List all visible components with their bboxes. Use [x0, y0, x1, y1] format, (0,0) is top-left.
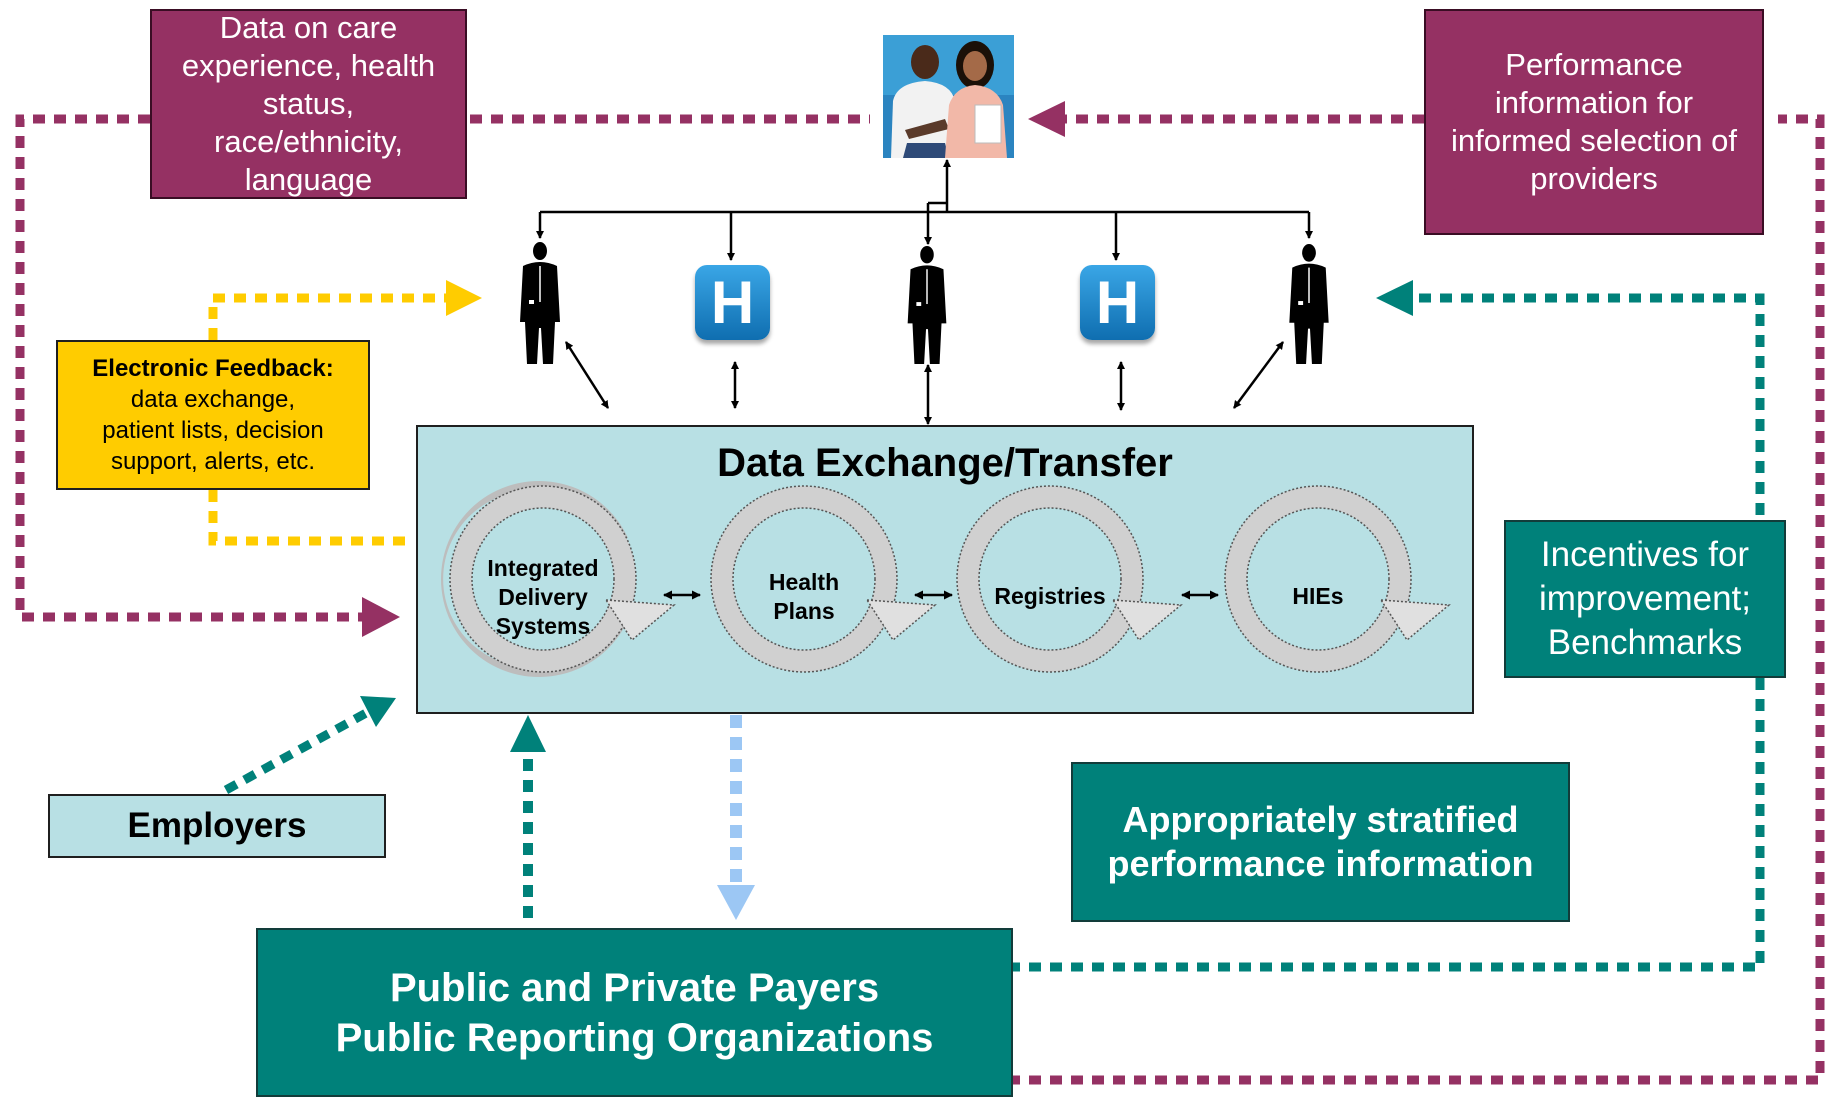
doctor-icon — [520, 242, 560, 364]
employers-box: Employers — [48, 794, 386, 858]
maroon-feedback-loop-left — [15, 114, 870, 622]
incentives-line: improvement; — [1538, 579, 1752, 618]
employers-label: Employers — [127, 806, 307, 845]
electronic-feedback-line: data exchange, — [130, 386, 296, 413]
stratified-performance-line: Appropriately stratified — [1122, 799, 1519, 840]
cycle-label-line: Plans — [773, 598, 835, 624]
employers-arrowhead — [360, 696, 396, 727]
yellow-arrowhead — [446, 280, 482, 316]
care-data-line: experience, health — [181, 48, 436, 83]
payers-line: Public Reporting Organizations — [335, 1015, 934, 1060]
payers-line: Public and Private Payers — [389, 965, 880, 1010]
data-exchange-title: Data Exchange/Transfer — [717, 441, 1173, 485]
incentives-box: Incentives for improvement; Benchmarks — [1504, 520, 1786, 678]
electronic-feedback-line: patient lists, decision — [102, 417, 324, 444]
cycle-label-registries: Registries — [980, 582, 1120, 611]
cycle-label-hies: HIEs — [1248, 582, 1388, 611]
teal-incentive-loop — [1008, 293, 1765, 972]
maroon-arrowhead-left — [362, 597, 400, 637]
doctor-icon — [1289, 244, 1329, 364]
electronic-feedback-title: Electronic Feedback: — [92, 355, 334, 382]
performance-info-box: Performance information for informed sel… — [1424, 9, 1764, 235]
care-data-line: race/ethnicity, — [214, 124, 403, 159]
provider-exchange-arrows — [564, 341, 1285, 425]
yellow-feedback-loop — [208, 293, 448, 546]
care-data-box: Data on care experience, health status, … — [150, 9, 467, 199]
hospital-letter: H — [1095, 268, 1140, 336]
data-to-payers-arrowhead — [717, 885, 755, 920]
maroon-feedback-loop-right — [1008, 114, 1825, 1085]
hospital-letter: H — [710, 268, 755, 336]
maroon-arrowhead-consumers — [1028, 101, 1065, 137]
payers-up-arrowhead — [510, 715, 546, 752]
cycle-label-health-plans: Health Plans — [734, 568, 874, 626]
cycle-label-integrated-delivery: Integrated Delivery Systems — [473, 554, 613, 641]
cycle-arrow-hies — [1224, 485, 1451, 673]
provider-tree-connector — [536, 159, 1313, 261]
electronic-feedback-box: Electronic Feedback: data exchange, pati… — [56, 340, 370, 490]
patients-couple-icon — [883, 35, 1014, 158]
cycle-label-line: Health — [768, 569, 840, 595]
care-data-line: language — [244, 162, 373, 197]
cycle-arrow-registries — [956, 485, 1183, 673]
cycle-diagram — [440, 481, 1451, 677]
cycle-label-line: Registries — [994, 583, 1106, 609]
cycle-arrow-health-plans — [710, 485, 937, 673]
stratified-performance-line: performance information — [1107, 843, 1534, 884]
employers-arrow-line — [223, 708, 371, 794]
performance-info-line: information for — [1494, 85, 1694, 120]
incentives-line: Incentives for — [1540, 535, 1750, 574]
performance-info-line: informed selection of — [1450, 123, 1738, 158]
hospital-icon: H — [695, 265, 770, 340]
care-data-line: Data on care — [219, 10, 398, 45]
care-data-line: status, — [262, 86, 355, 121]
cycle-label-line: Systems — [495, 613, 591, 639]
cycle-label-line: Integrated — [487, 555, 599, 581]
payers-box: Public and Private Payers Public Reporti… — [256, 928, 1013, 1097]
electronic-feedback-line: support, alerts, etc. — [110, 448, 316, 475]
performance-info-line: providers — [1530, 161, 1658, 196]
incentives-line: Benchmarks — [1547, 623, 1743, 662]
teal-arrowhead-providers — [1376, 280, 1413, 316]
performance-info-line: Performance — [1505, 47, 1683, 82]
doctor-icon — [907, 246, 947, 364]
hospital-icon: H — [1080, 265, 1155, 340]
cycle-label-line: Delivery — [498, 584, 588, 610]
data-exchange-panel: Data Exchange/Transfer — [416, 425, 1474, 714]
cycle-arrow-integrated-delivery — [440, 481, 676, 677]
stratified-performance-box: Appropriately stratified performance inf… — [1071, 762, 1570, 922]
cycle-label-line: HIEs — [1292, 583, 1344, 609]
